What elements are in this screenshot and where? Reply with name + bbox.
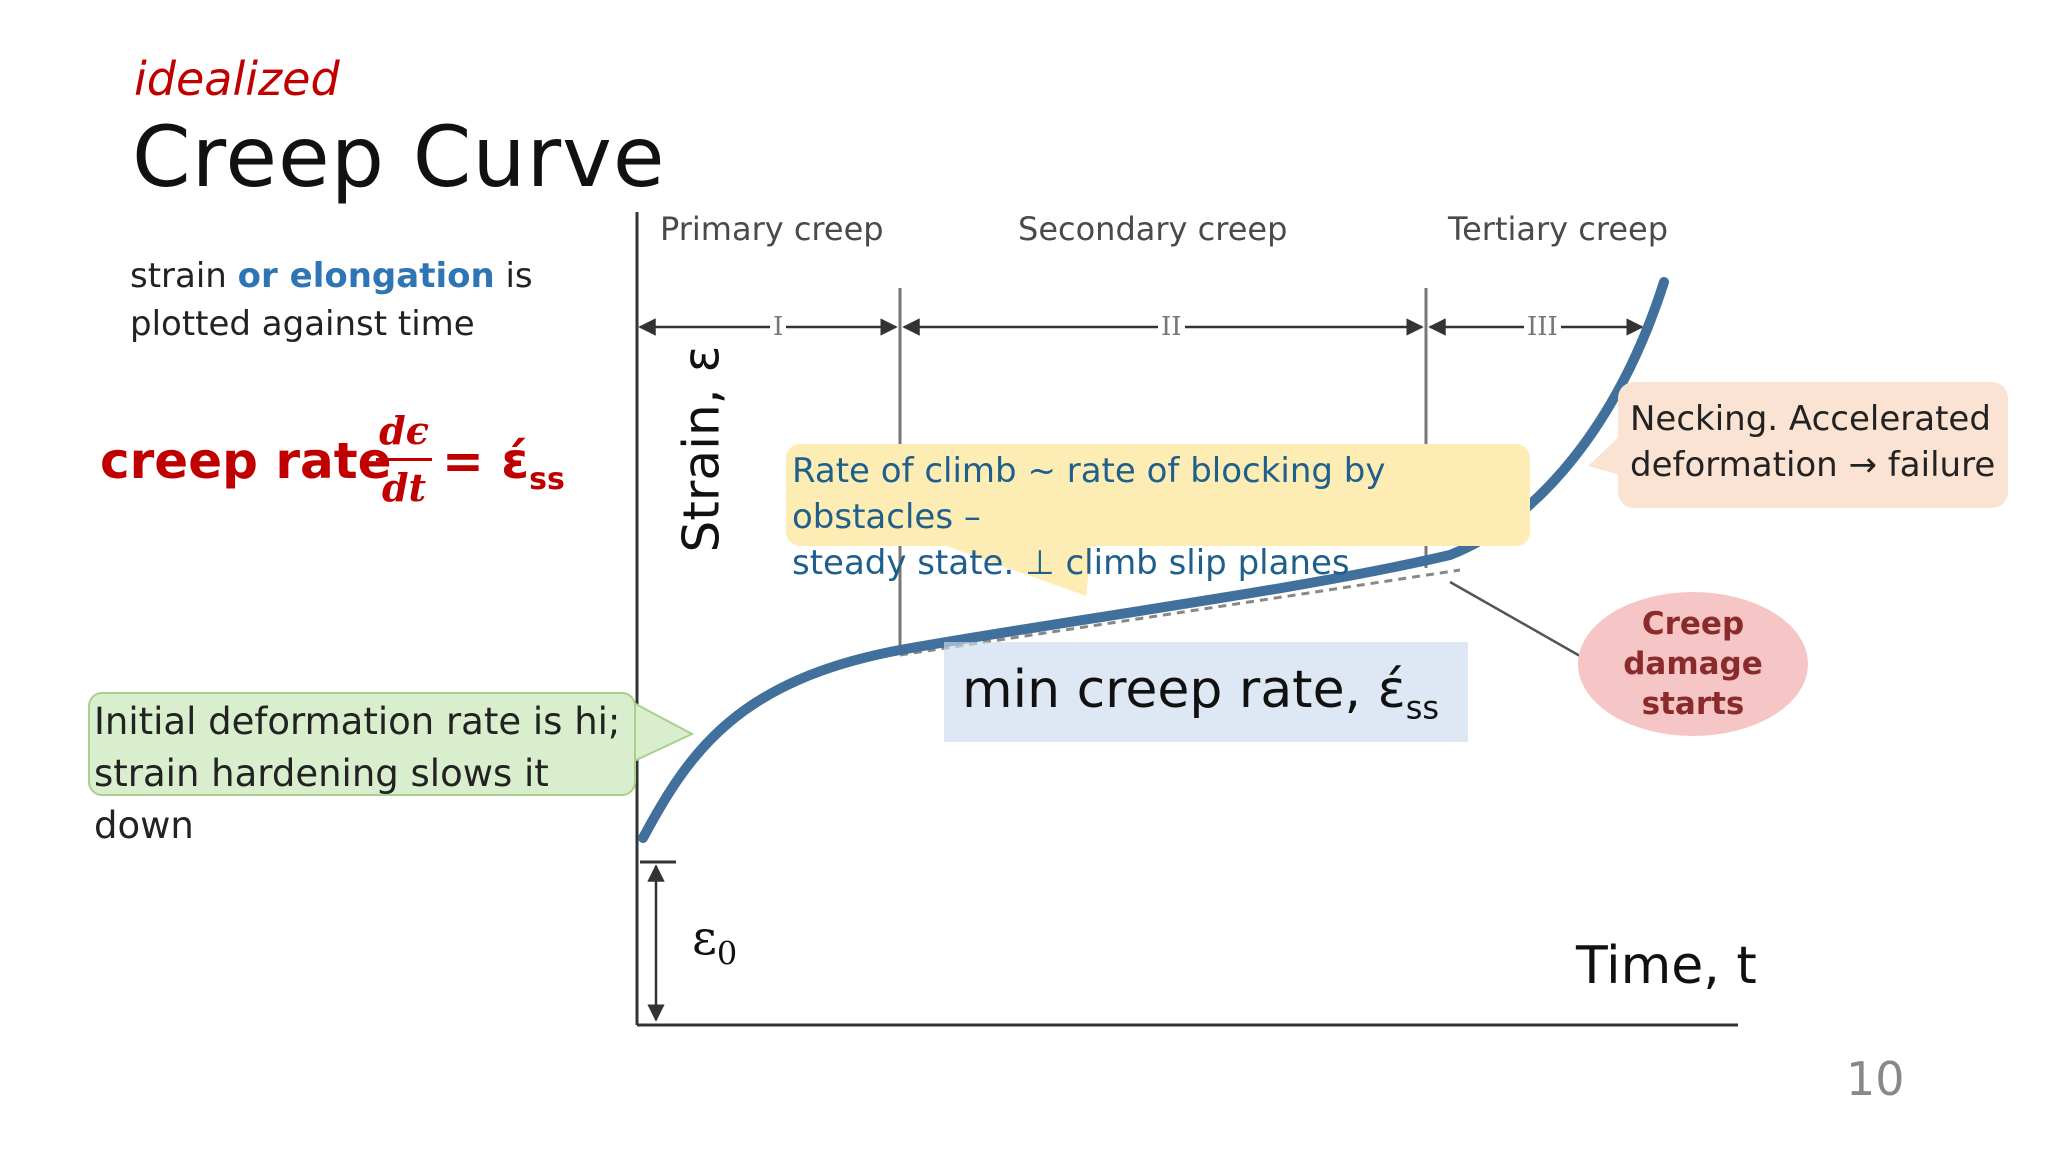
creep-damage-callout: Creep damage starts: [1578, 592, 1808, 736]
fraction-denominator: dt: [381, 465, 427, 510]
min-creep-rate-box: min creep rate, έss: [944, 642, 1468, 742]
y-axis-label: Strain, ε: [672, 345, 731, 553]
description-text: strain: [130, 256, 238, 296]
creep-rate-symbol: = έss: [442, 432, 565, 497]
phase-numeral-tertiary: III: [1524, 312, 1561, 342]
secondary-creep-callout: Rate of climb ~ rate of blocking by obst…: [786, 444, 1530, 583]
steady-state-dashed: [899, 568, 1461, 657]
slide-title: Creep Curve: [132, 108, 666, 206]
secondary-callout-line1: Rate of climb ~ rate of blocking by obst…: [792, 451, 1386, 537]
phase-numeral-primary: I: [770, 312, 787, 342]
phase-label-secondary: Secondary creep: [1018, 210, 1288, 248]
slide-subtitle: idealized: [134, 52, 340, 106]
description: strain or elongation is plotted against …: [130, 252, 533, 348]
tertiary-callout-line1: Necking. Accelerated: [1630, 399, 1991, 439]
primary-callout-line1: Initial deformation rate is hi;: [94, 700, 621, 743]
page-number: 10: [1846, 1052, 1905, 1106]
primary-creep-callout: Initial deformation rate is hi; strain h…: [88, 692, 636, 847]
phase-numeral-secondary: II: [1158, 312, 1185, 342]
initial-strain-label: ε0: [692, 910, 737, 973]
creep-rate-fraction: dϵ dt: [376, 408, 432, 511]
creep-rate-subscript: ss: [529, 462, 565, 497]
creep-rate-equals: = έ: [442, 432, 530, 490]
description-highlight: or elongation: [237, 256, 495, 296]
description-line2: plotted against time: [130, 304, 475, 344]
damage-leader-line: [1449, 580, 1581, 658]
phase-label-primary: Primary creep: [660, 210, 884, 248]
primary-callout-line2: strain hardening slows it down: [94, 752, 549, 847]
damage-callout-line1: Creep damage: [1623, 606, 1763, 682]
initial-strain-subscript: 0: [716, 934, 738, 973]
description-text-end: is: [494, 256, 533, 296]
tertiary-creep-callout: Necking. Accelerated deformation → failu…: [1618, 382, 2008, 508]
min-creep-rate-subscript: ss: [1405, 688, 1440, 727]
orange-callout-pointer: [1588, 432, 1624, 476]
creep-rate-label: creep rate: [100, 432, 392, 490]
fraction-numerator: dϵ: [379, 408, 429, 453]
damage-callout-line2: starts: [1641, 686, 1745, 722]
min-creep-rate-text: min creep rate, έ: [962, 660, 1406, 720]
tertiary-callout-line2: deformation → failure: [1630, 445, 1996, 485]
creep-curve: [638, 277, 1669, 843]
yellow-callout-pointer: [930, 540, 1092, 596]
secondary-callout-line2: steady state. ⊥ climb slip planes: [792, 543, 1350, 583]
green-callout-pointer: [631, 700, 695, 764]
fraction-bar: [376, 458, 432, 461]
initial-strain-symbol: ε: [692, 910, 717, 966]
x-axis-label: Time, t: [1576, 936, 1757, 996]
phase-label-tertiary: Tertiary creep: [1448, 210, 1668, 248]
